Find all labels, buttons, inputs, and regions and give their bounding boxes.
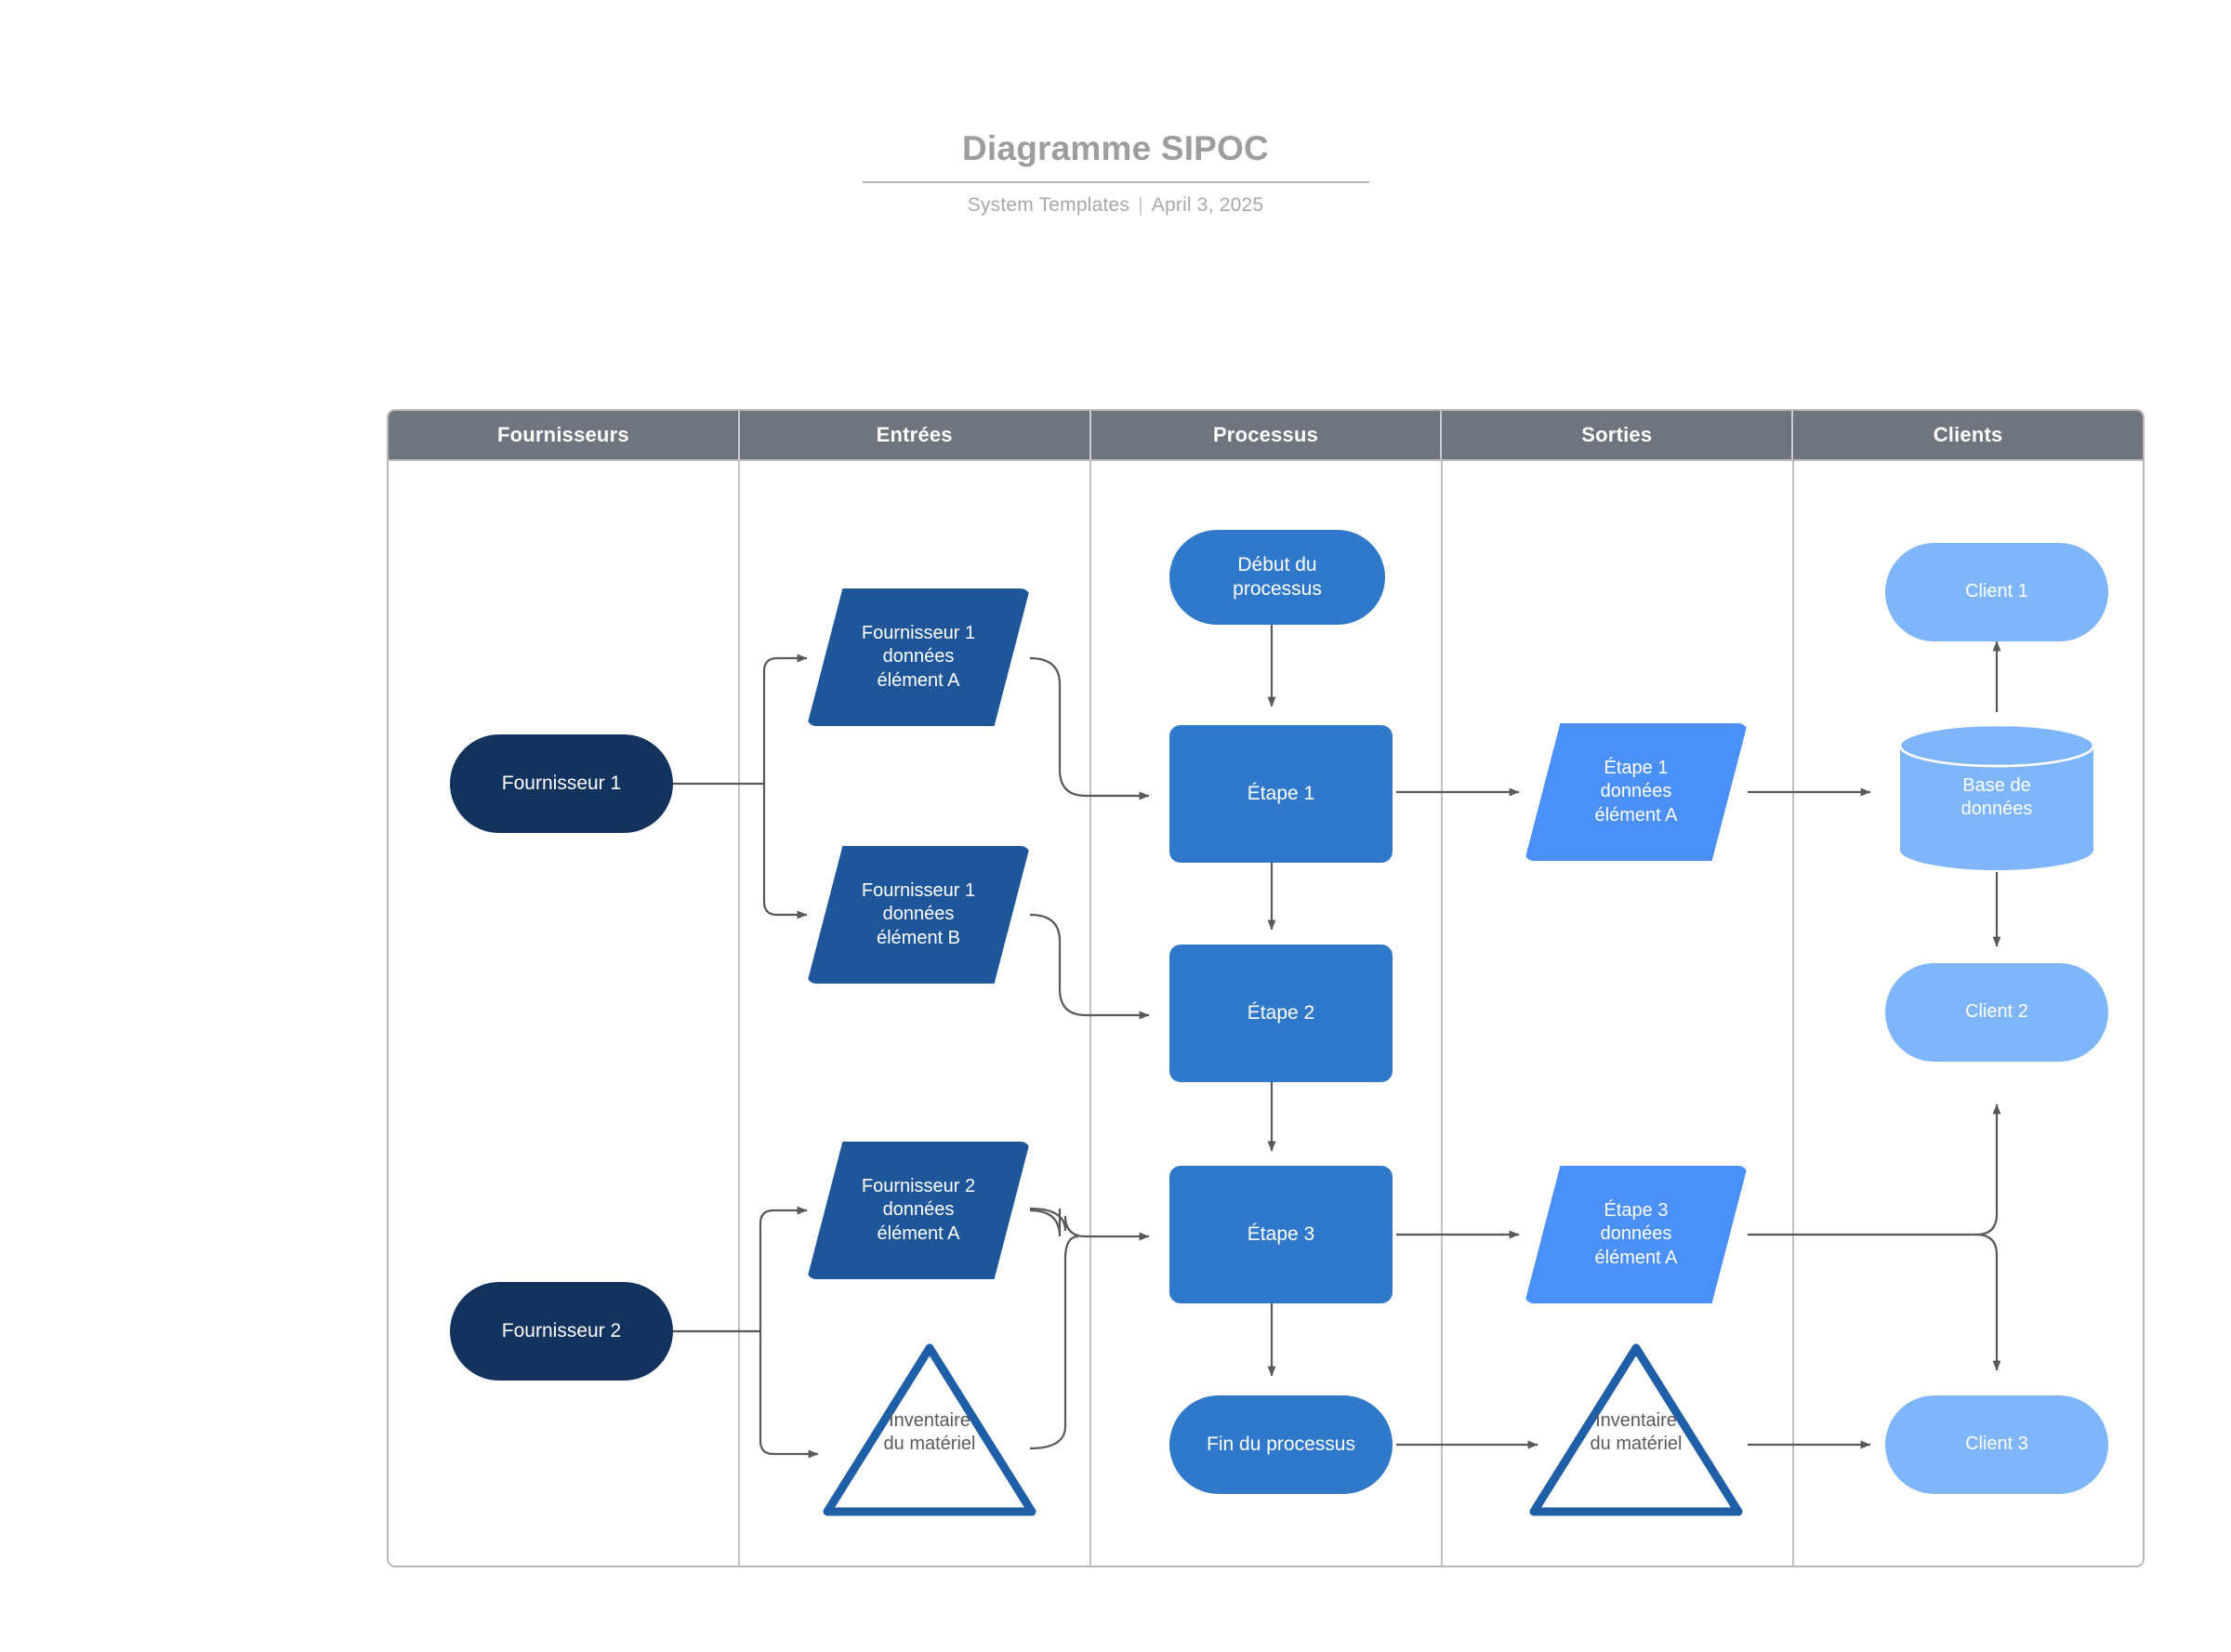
node-process-step-1[interactable]: Étape 1	[1169, 725, 1393, 863]
column-divider-2	[1089, 461, 1091, 1566]
column-header-entrees: Entrées	[740, 411, 1091, 459]
node-label: Inventaire du matériel	[883, 1410, 976, 1455]
document-date: April 3, 2025	[1151, 193, 1264, 216]
node-label: Fournisseur 1 données élément B	[861, 880, 976, 948]
node-label: Client 3	[1965, 1434, 2028, 1455]
node-label: Étape 3	[1247, 1222, 1315, 1245]
column-header-fournisseurs: Fournisseurs	[389, 411, 740, 459]
node-client-2[interactable]: Client 2	[1885, 963, 2108, 1062]
sipoc-header-row: Fournisseurs Entrées Processus Sorties C…	[389, 411, 2143, 461]
node-process-step-3[interactable]: Étape 3	[1169, 1166, 1393, 1303]
column-divider-4	[1792, 461, 1794, 1566]
node-label: Base de données	[1960, 774, 2033, 819]
node-label: Début du processus	[1233, 553, 1322, 600]
node-client-3[interactable]: Client 3	[1885, 1395, 2108, 1494]
node-output-etape1-element-a[interactable]: Étape 1 données élément A	[1525, 723, 1748, 861]
document-author: System Templates	[967, 193, 1130, 216]
node-process-end[interactable]: Fin du processus	[1169, 1395, 1393, 1494]
node-client-1[interactable]: Client 1	[1885, 543, 2108, 641]
node-label: Fournisseur 1	[501, 772, 622, 794]
node-label: Étape 3 données élément A	[1594, 1200, 1678, 1268]
node-input-fournisseur2-element-a[interactable]: Fournisseur 2 données élément A	[807, 1142, 1030, 1279]
node-supplier-2[interactable]: Fournisseur 2	[450, 1282, 673, 1381]
node-label: Étape 1 données élément A	[1594, 758, 1678, 826]
page-title: Diagramme SIPOC	[962, 129, 1269, 167]
column-divider-3	[1441, 461, 1443, 1566]
triangle-icon	[823, 1343, 1036, 1516]
column-header-processus: Processus	[1091, 411, 1443, 459]
node-input-fournisseur1-element-a[interactable]: Fournisseur 1 données élément A	[807, 588, 1030, 726]
node-label: Client 2	[1965, 1001, 2028, 1023]
node-label: Fin du processus	[1207, 1433, 1355, 1455]
node-label: Fournisseur 2 données élément A	[861, 1176, 976, 1244]
node-process-step-2[interactable]: Étape 2	[1169, 945, 1393, 1082]
column-header-sorties: Sorties	[1442, 411, 1794, 459]
node-supplier-1[interactable]: Fournisseur 1	[450, 734, 673, 833]
node-process-start[interactable]: Début du processus	[1169, 530, 1385, 625]
node-label: Étape 2	[1247, 1001, 1315, 1024]
node-label: Client 1	[1965, 581, 2028, 602]
node-output-etape3-element-a[interactable]: Étape 3 données élément A	[1525, 1166, 1748, 1303]
node-input-inventaire-materiel[interactable]: Inventaire du matériel	[818, 1337, 1041, 1523]
column-header-clients: Clients	[1933, 423, 2003, 446]
database-cylinder-icon	[1898, 723, 2095, 870]
meta-separator: |	[1138, 193, 1143, 216]
node-output-inventaire-materiel[interactable]: Inventaire du matériel	[1525, 1337, 1748, 1523]
node-client-database[interactable]: Base de données	[1896, 723, 2097, 872]
triangle-icon	[1529, 1343, 1743, 1516]
node-label: Étape 1	[1247, 782, 1315, 804]
node-label: Fournisseur 1 données élément A	[861, 623, 976, 691]
title-divider	[862, 180, 1369, 183]
title-block: Diagramme SIPOC System Templates | April 3…	[0, 129, 2231, 217]
node-input-fournisseur1-element-b[interactable]: Fournisseur 1 données élément B	[807, 846, 1030, 984]
document-meta: System Templates | April 3, 2025	[0, 194, 2231, 217]
column-divider-1	[738, 461, 740, 1566]
node-label: Fournisseur 2	[501, 1319, 622, 1341]
node-label: Inventaire du matériel	[1590, 1410, 1683, 1455]
